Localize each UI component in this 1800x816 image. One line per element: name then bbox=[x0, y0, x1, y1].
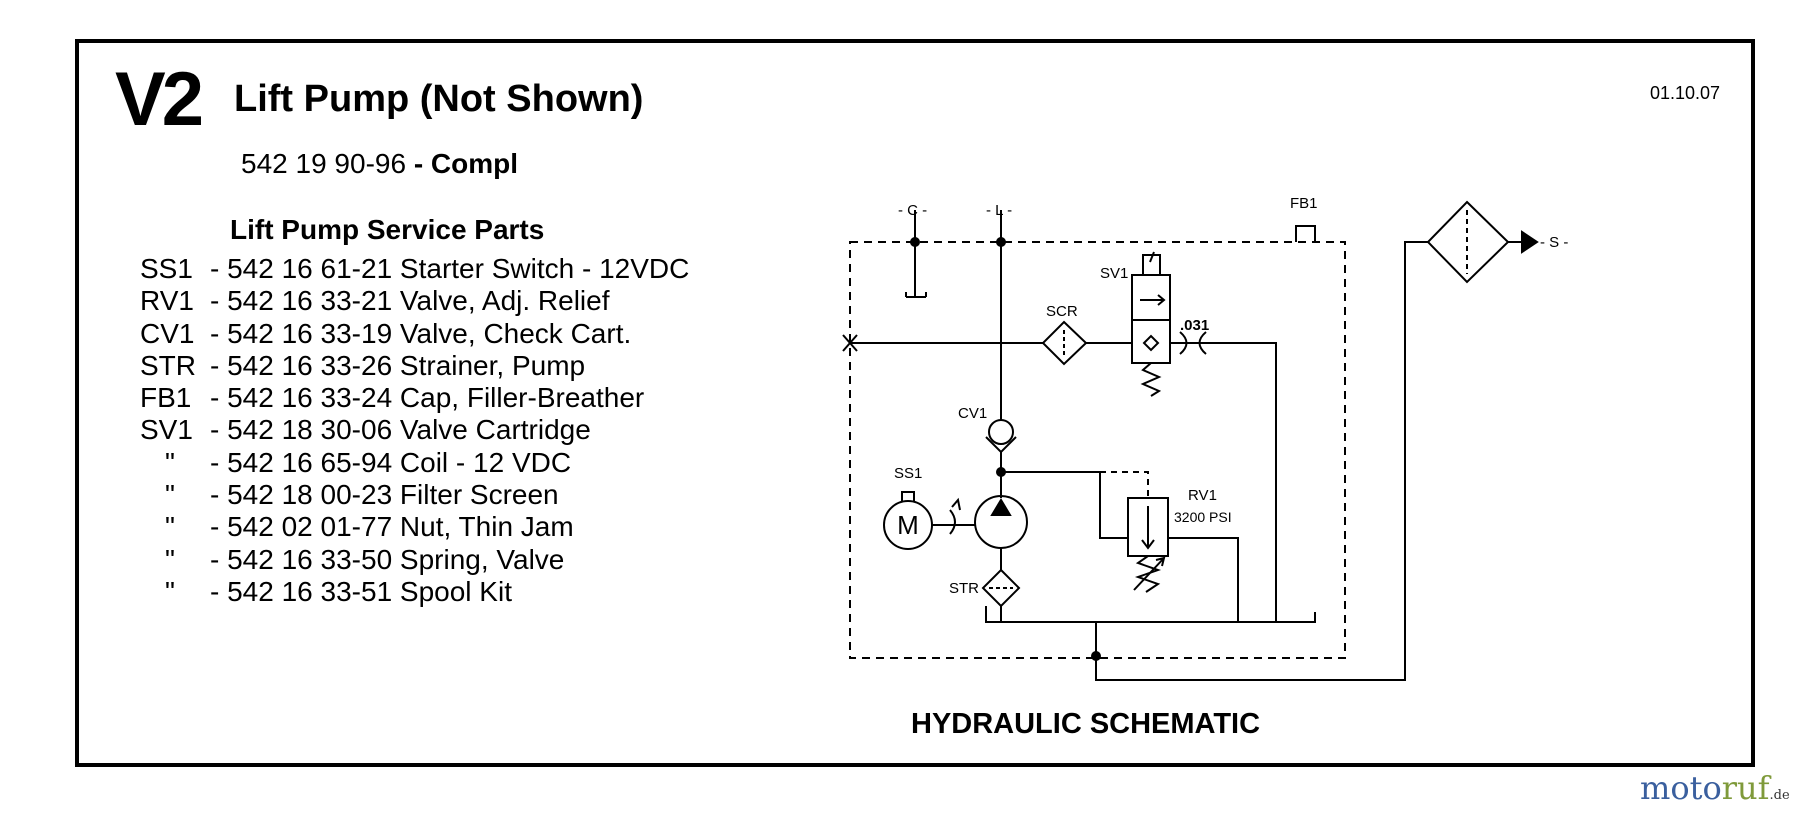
tank-bus bbox=[985, 606, 1316, 623]
part-code: CV1 bbox=[140, 317, 195, 349]
part-code: " bbox=[165, 511, 175, 543]
part-desc: - 542 16 33-24 Cap, Filler-Breather bbox=[210, 382, 645, 414]
watermark-logo: motoruf.de bbox=[1640, 769, 1790, 807]
part-code: " bbox=[165, 479, 175, 511]
sv1-check bbox=[1142, 334, 1160, 352]
suction-line bbox=[1095, 241, 1428, 681]
part-number: 542 19 90-96 bbox=[241, 148, 407, 179]
part-code: " bbox=[165, 575, 175, 607]
junction-dot bbox=[910, 237, 920, 247]
part-code: STR bbox=[140, 349, 196, 381]
rv1-setting-label: 3200 PSI bbox=[1174, 509, 1232, 525]
part-desc: - 542 02 01-77 Nut, Thin Jam bbox=[210, 511, 574, 543]
sv1-spring bbox=[1140, 362, 1162, 397]
sv1-label: SV1 bbox=[1100, 265, 1128, 282]
part-desc: - 542 18 00-23 Filter Screen bbox=[210, 479, 559, 511]
cross-mark bbox=[842, 334, 858, 352]
reservoir-boundary bbox=[849, 241, 1346, 659]
scr-label: SCR bbox=[1046, 303, 1078, 320]
part-desc: - 542 16 33-19 Valve, Check Cart. bbox=[210, 317, 632, 349]
part-desc: - 542 16 33-26 Strainer, Pump bbox=[210, 349, 586, 381]
port-c-line bbox=[905, 210, 927, 298]
pressure-line bbox=[1001, 471, 1128, 539]
part-desc: - 542 16 33-50 Spring, Valve bbox=[210, 543, 565, 575]
str-label: STR bbox=[949, 580, 979, 597]
pump-triangle bbox=[990, 498, 1012, 516]
pilot-line bbox=[1100, 471, 1149, 498]
part-code: " bbox=[165, 543, 175, 575]
drawing-frame bbox=[75, 39, 1755, 767]
part-desc: - 542 16 61-21 Starter Switch - 12VDC bbox=[210, 253, 690, 284]
cv1-label: CV1 bbox=[958, 405, 987, 422]
part-code: " bbox=[165, 446, 175, 478]
junction-dot bbox=[1091, 651, 1101, 661]
schematic-title: HYDRAULIC SCHEMATIC bbox=[911, 708, 1261, 740]
sv1-arrow bbox=[1140, 294, 1166, 306]
part-desc: - 542 18 30-06 Valve Cartridge bbox=[210, 414, 591, 446]
motor-label: M bbox=[897, 510, 919, 540]
rv1-return bbox=[1168, 537, 1239, 622]
str-line bbox=[986, 548, 1002, 623]
pump-rotation bbox=[949, 497, 961, 535]
external-filter bbox=[1426, 200, 1510, 284]
rv1-adjust bbox=[1133, 556, 1166, 591]
part-desc: - 542 16 33-51 Spool Kit bbox=[210, 575, 512, 607]
part-suffix: - Compl bbox=[413, 148, 519, 179]
junction-dot bbox=[996, 467, 1006, 477]
revision-date: 01.10.07 bbox=[1650, 83, 1721, 103]
part-desc: - 542 16 65-94 Coil - 12 VDC bbox=[210, 446, 572, 478]
orifice-symbol bbox=[1179, 331, 1207, 355]
assembly-part-number: 542 19 90-96 - Compl bbox=[241, 150, 518, 178]
ss1-switch bbox=[901, 491, 915, 501]
rv1-label: RV1 bbox=[1188, 487, 1217, 504]
scr-filter bbox=[1041, 320, 1088, 366]
sv1-coil bbox=[1142, 251, 1161, 275]
junction-dot bbox=[996, 237, 1006, 247]
str-strainer bbox=[981, 568, 1021, 608]
parts-list-heading: Lift Pump Service Parts bbox=[230, 214, 545, 245]
orifice-label: .031 bbox=[1180, 317, 1209, 334]
fb1-label: FB1 bbox=[1290, 195, 1318, 212]
part-code: RV1 bbox=[140, 285, 194, 317]
rv1-arrow bbox=[1141, 506, 1155, 550]
port-l-label: - L - bbox=[986, 202, 1012, 219]
return-line bbox=[850, 342, 1277, 622]
part-code: FB1 bbox=[140, 382, 192, 414]
part-code: SS1 bbox=[140, 253, 193, 284]
rv1-spring bbox=[1134, 555, 1162, 593]
section-code: V2 bbox=[115, 57, 204, 142]
port-s-arrow bbox=[1521, 230, 1539, 254]
page-title: Lift Pump (Not Shown) bbox=[234, 78, 644, 120]
part-desc: - 542 16 33-21 Valve, Adj. Relief bbox=[210, 285, 610, 317]
port-s-label: - S - bbox=[1540, 234, 1568, 251]
breather-symbol bbox=[1295, 225, 1316, 242]
port-c-label: - C - bbox=[898, 202, 927, 219]
cv1-check-valve bbox=[988, 419, 1014, 445]
ss1-label: SS1 bbox=[894, 465, 922, 482]
part-code: SV1 bbox=[140, 414, 193, 446]
